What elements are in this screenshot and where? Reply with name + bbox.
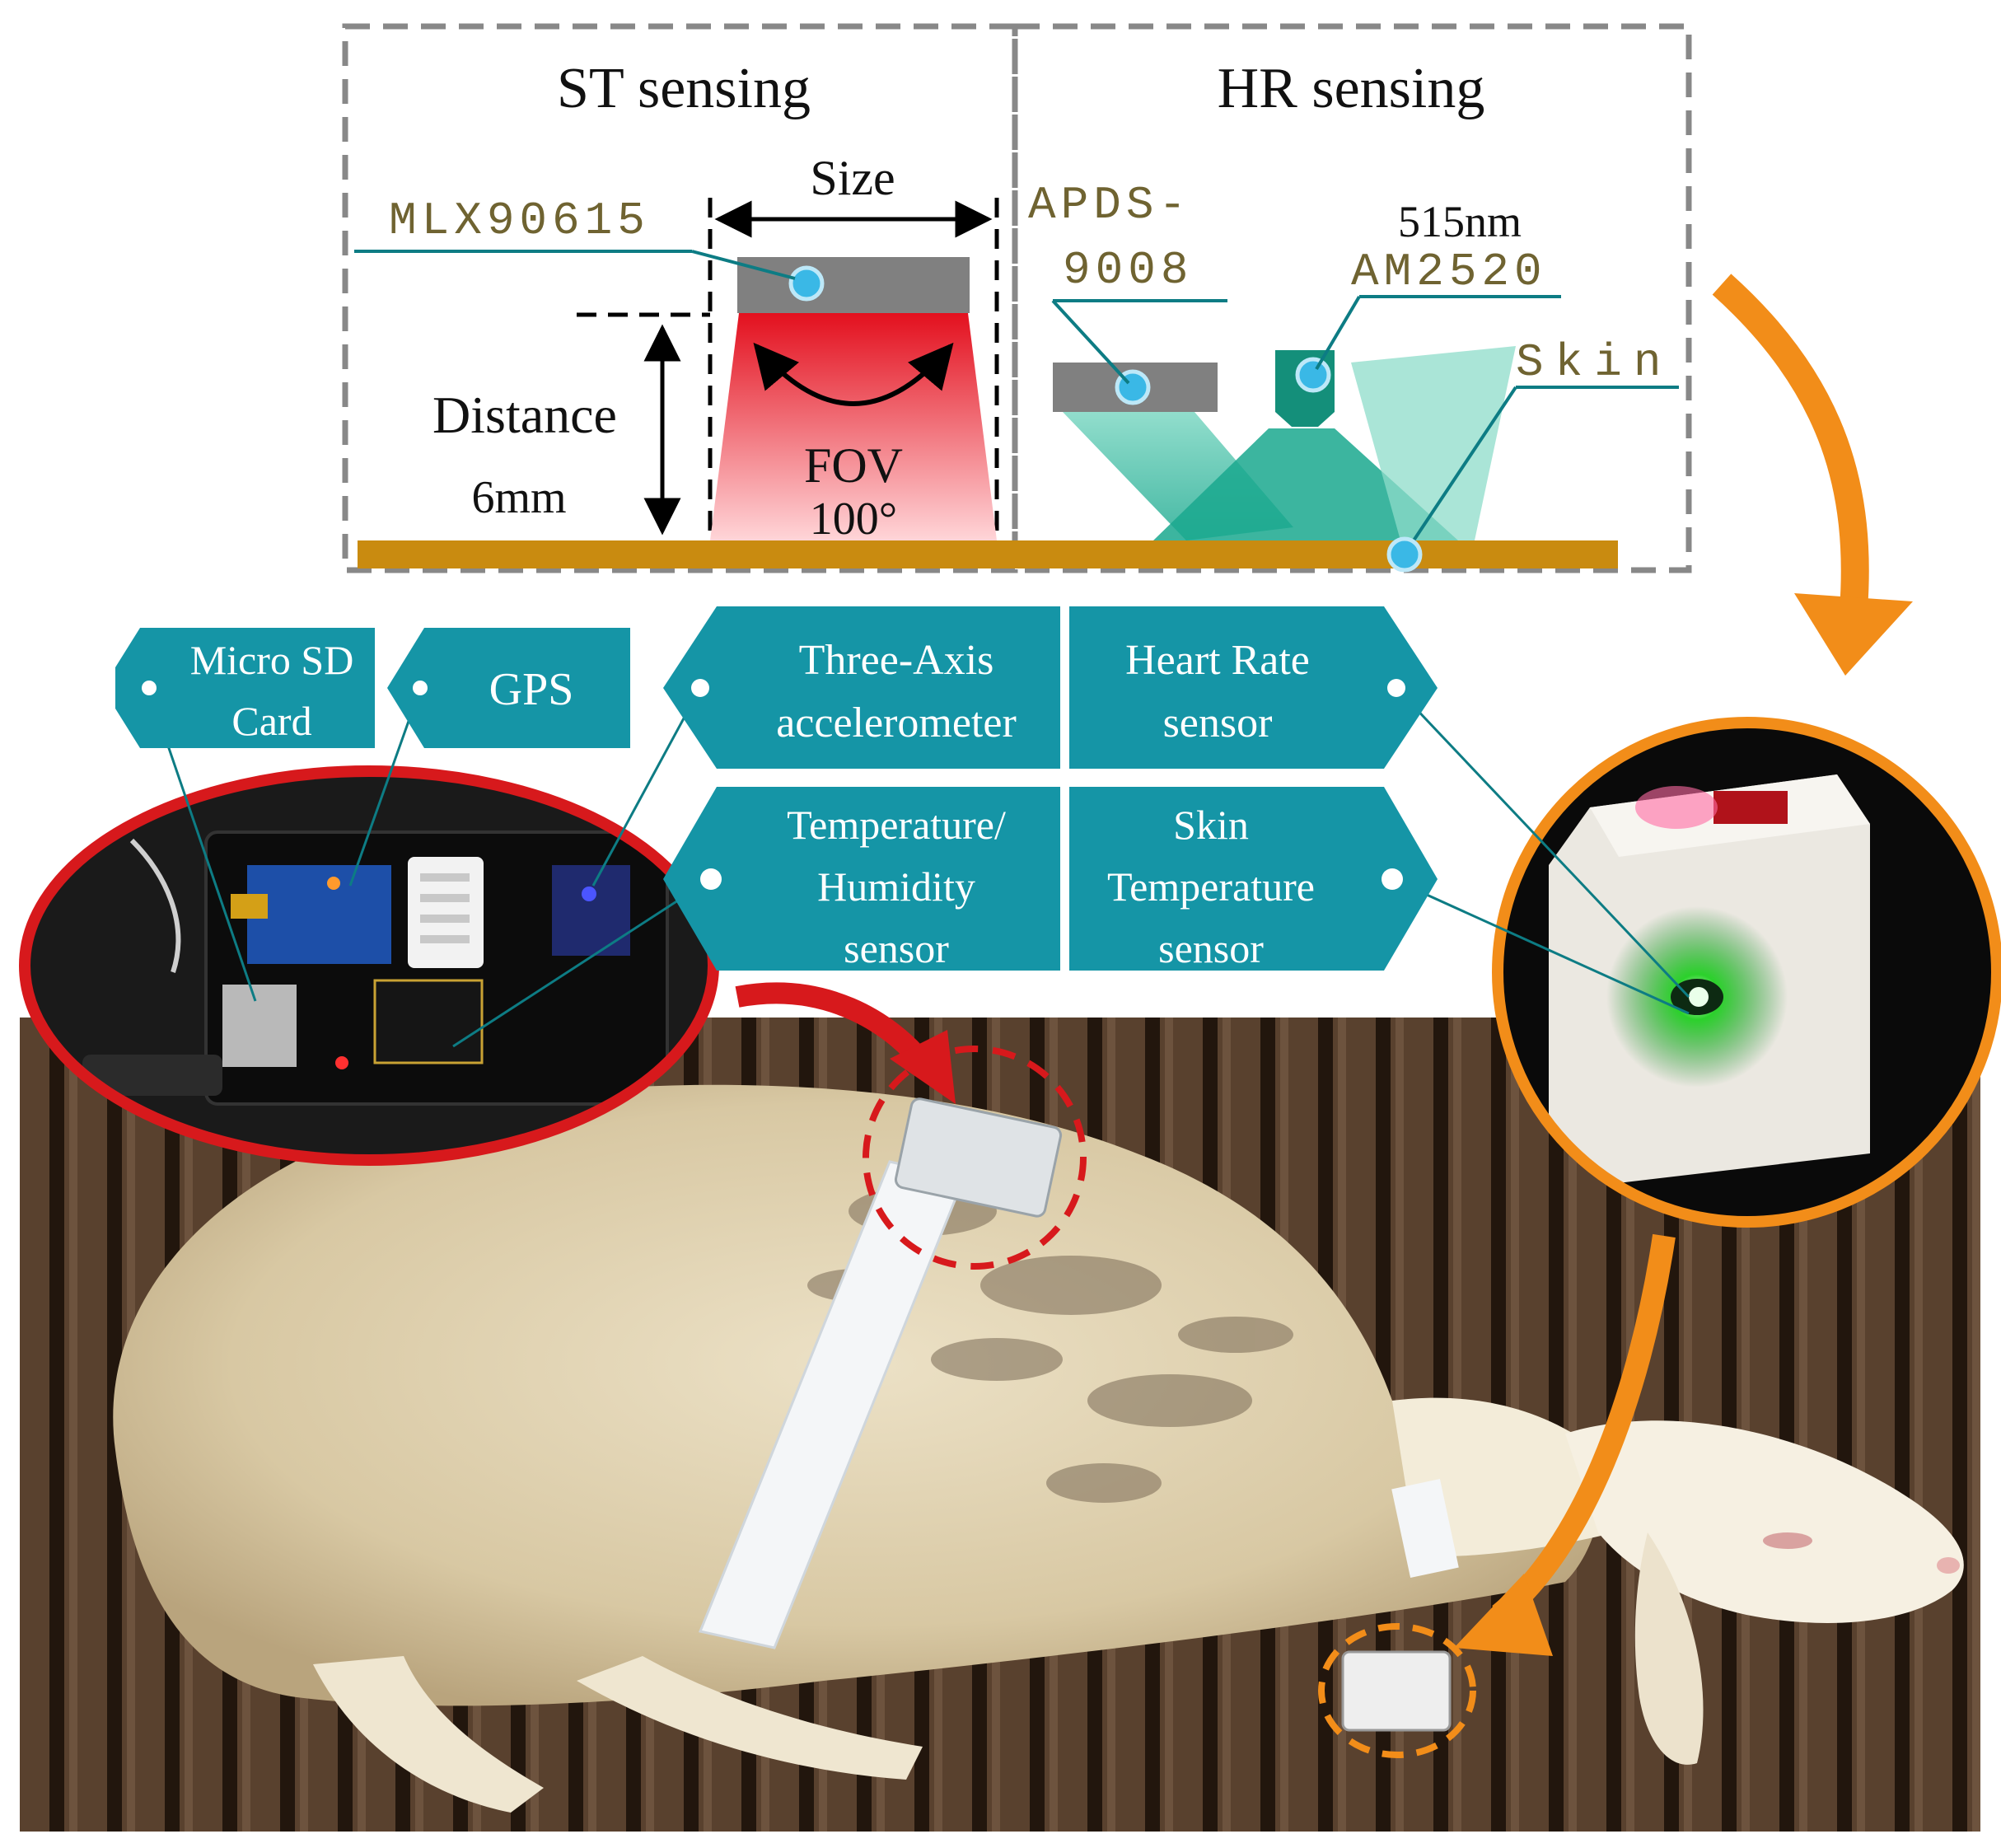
- sheep-photo: [113, 1084, 1964, 1813]
- curved-orange-arrow-icon: [1492, 1233, 1676, 1624]
- apds-leader-line-diag: [1051, 299, 1130, 385]
- tag-accel-line2: accelerometer: [776, 699, 1017, 746]
- skin-label: Skin: [1516, 336, 1672, 389]
- sensing-schematic: ST sensing HR sensing Size FOV 100° MLX9…: [342, 23, 1692, 573]
- wavelength-label: 515nm: [1398, 197, 1522, 246]
- device-circle-frame: [1492, 717, 2001, 1228]
- red-arrow-head: [890, 1030, 956, 1104]
- tag-temp-hum-line2: Humidity: [817, 863, 975, 910]
- tag-accel-line1: Three-Axis: [799, 637, 994, 684]
- sensor-dot-icon: [1386, 536, 1423, 573]
- tag-micro-sd: Micro SD Card: [115, 628, 375, 748]
- pcb-ellipse-frame: [19, 765, 719, 1166]
- size-label: Size: [810, 151, 895, 205]
- hr-device-highlight-circle: [1318, 1623, 1476, 1758]
- tag-skin-temp-line1: Skin: [1173, 802, 1249, 848]
- tag-skin-temp-line3: sensor: [1158, 925, 1264, 971]
- scatter-light-beam: [1351, 346, 1516, 540]
- device-highlight-circle: [863, 1046, 1087, 1270]
- tag-accelerometer: Three-Axis accelerometer: [663, 606, 1060, 769]
- curved-orange-arrow-icon: [1712, 274, 1869, 611]
- sensor-dot-icon: [788, 265, 825, 302]
- tag-hole-icon: [691, 679, 709, 697]
- apds-label-line2: 9008: [1063, 244, 1193, 297]
- tag-skin-temp-line2: Temperature: [1107, 863, 1315, 910]
- mlx90615-leader-line-diag: [691, 250, 796, 280]
- tag-micro-sd-line2: Card: [231, 698, 311, 744]
- tag-gps: GPS: [387, 628, 630, 748]
- st-sensing-title: ST sensing: [557, 57, 811, 120]
- skin-leader-line-diag: [1405, 386, 1517, 552]
- tag-hole-icon: [700, 868, 722, 890]
- fov-value: 100°: [810, 494, 897, 545]
- curved-red-arrow-icon: [735, 982, 932, 1070]
- tag-hole-icon: [1382, 868, 1403, 890]
- orange-arrow-head: [1794, 593, 1913, 676]
- mlx90615-label: MLX90615: [389, 194, 650, 247]
- distance-value: 6mm: [471, 472, 566, 523]
- skin-strip: [358, 540, 1618, 568]
- tag-hole-icon: [413, 681, 428, 695]
- apds-label-line1: APDS-: [1028, 179, 1191, 232]
- distance-label: Distance: [432, 386, 617, 444]
- tag-gps-label: GPS: [489, 664, 574, 715]
- tag-heart-rate: Heart Rate sensor: [1069, 606, 1438, 769]
- hr-sensing-box: [1012, 23, 1692, 573]
- fov-angle-arc-icon: [753, 342, 954, 406]
- tag-temperature-humidity: Temperature/ Humidity sensor: [663, 787, 1060, 971]
- orange-arrow-head: [1454, 1574, 1553, 1656]
- fov-label: FOV: [804, 438, 903, 493]
- device-photo-inset: [1492, 717, 2001, 1228]
- tag-micro-sd-line1: Micro SD: [190, 637, 354, 683]
- tag-hole-icon: [142, 681, 157, 695]
- tag-temp-hum-line1: Temperature/: [787, 802, 1006, 848]
- mlx90615-sensor-body: [737, 257, 970, 313]
- tag-skin-temperature: Skin Temperature sensor: [1069, 787, 1438, 971]
- tag-heart-rate-line1: Heart Rate: [1125, 637, 1310, 684]
- tag-temp-hum-line3: sensor: [844, 925, 949, 971]
- am2520-leader-line-diag: [1315, 295, 1361, 371]
- schematic-white-panel: [20, 0, 1980, 1018]
- am2520-label: AM2520: [1351, 246, 1547, 298]
- tag-heart-rate-line2: sensor: [1163, 699, 1273, 746]
- hr-sensing-title: HR sensing: [1218, 57, 1485, 120]
- tag-hole-icon: [1387, 679, 1405, 697]
- led-light-beam: [1153, 428, 1458, 540]
- sensor-dot-icon: [1295, 357, 1331, 393]
